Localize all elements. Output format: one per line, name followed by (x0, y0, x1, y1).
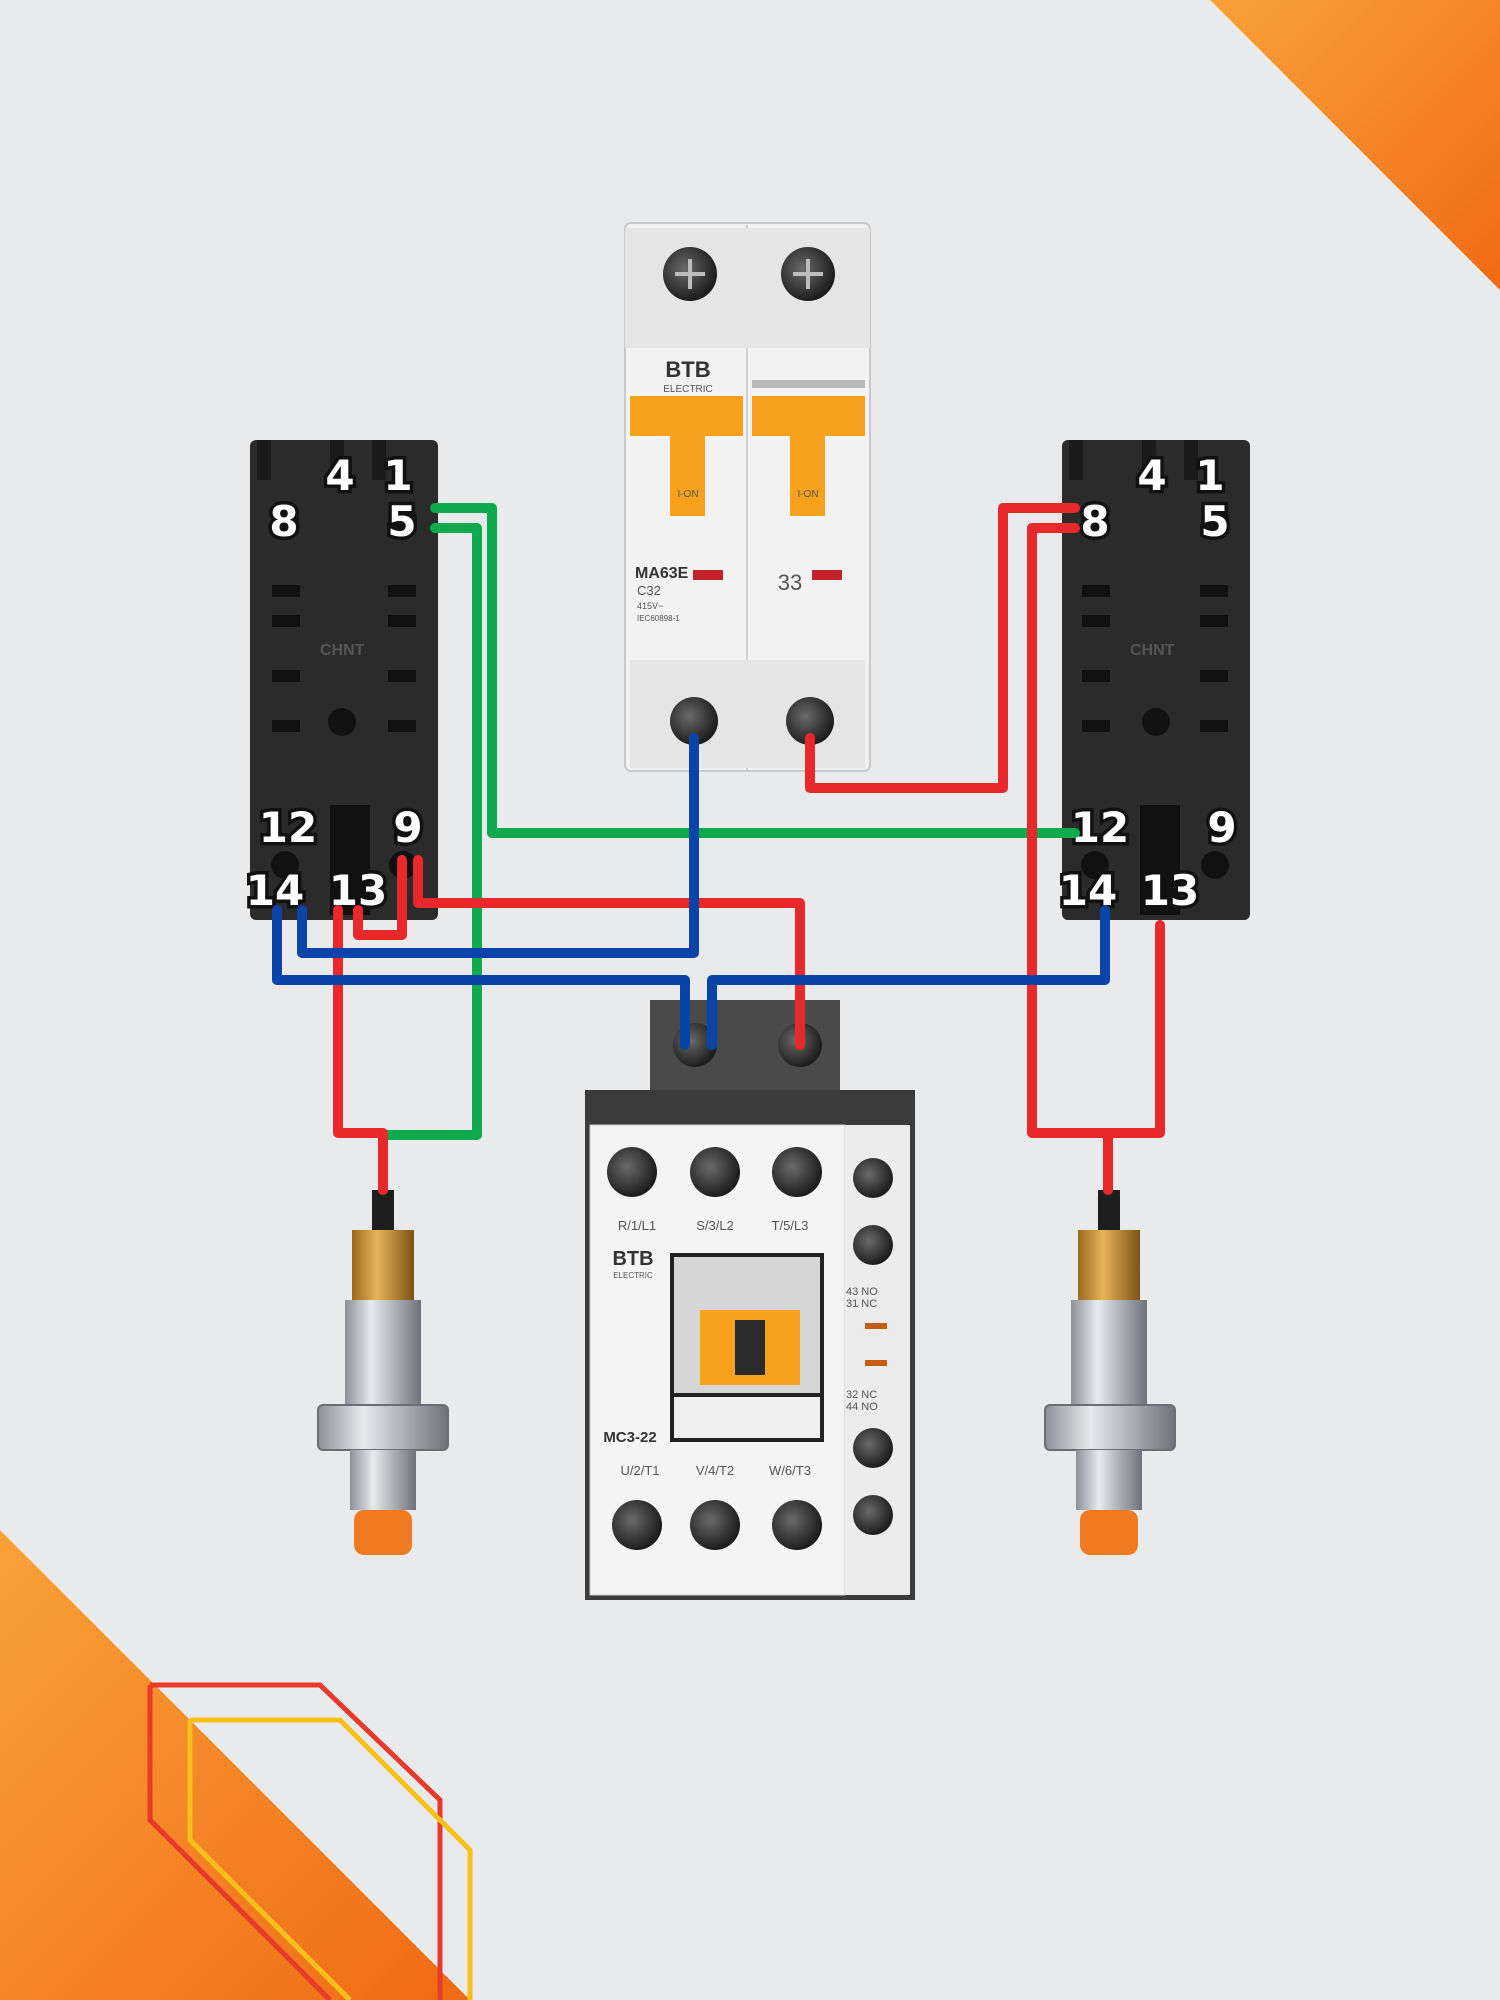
screw-terminal-icon[interactable] (853, 1428, 893, 1468)
contactor-top-terminal-3: T/5/L3 (772, 1218, 809, 1233)
breaker-handle-left[interactable] (670, 436, 705, 516)
wire-blue-right-relay14-to-coil (707, 905, 1110, 1050)
wire-green-relay5-to-relay12 (430, 503, 1080, 838)
relay-left-terminal-8: 8 (269, 497, 298, 546)
wire-red-left-relay9-to-coil (413, 855, 805, 1050)
wires (272, 503, 1165, 1195)
relay-right-terminal-13: 13 (1141, 866, 1199, 915)
relay-left-terminal-4: 4 (325, 451, 354, 500)
relay-right-terminal-5: 5 (1200, 497, 1229, 546)
relay-right-terminal-1: 1 (1195, 451, 1224, 500)
screw-terminal-icon[interactable] (612, 1500, 662, 1550)
breaker-model: MA63E (635, 565, 689, 582)
wire-blue-left-relay14-to-coil (272, 905, 690, 1050)
right-proximity-sensor (1044, 1190, 1176, 1555)
contactor-aux-top-2: 31 NC (846, 1298, 877, 1310)
screw-terminal-icon[interactable] (772, 1500, 822, 1550)
breaker-handle-text-right: I-ON (797, 489, 818, 500)
screw-terminal-icon[interactable] (389, 506, 417, 534)
screw-terminal-icon[interactable] (786, 697, 834, 745)
relay-left-terminal-5: 5 (387, 497, 416, 546)
breaker-brand: BTB (665, 357, 710, 382)
contactor-aux-top-1: 43 NO (846, 1286, 878, 1298)
screw-terminal-icon[interactable] (1201, 851, 1229, 879)
screw-terminal-icon[interactable] (690, 1500, 740, 1550)
contactor-bottom-terminal-3: W/6/T3 (769, 1463, 811, 1478)
breaker-standard: IEC60898-1 (637, 614, 680, 623)
relay-base-left: CHNT 4 1 8 5 12 9 14 13 (242, 440, 438, 920)
relay-right-terminal-8: 8 (1080, 497, 1109, 546)
breaker-handle-right[interactable] (790, 436, 825, 516)
corner-triangle-icon (0, 1530, 470, 2000)
wire-red-right-relay8-to-sensor (1027, 523, 1113, 1195)
contactor-brand-sub: ELECTRIC (613, 1271, 653, 1280)
contactor-top-terminal-1: R/1/L1 (618, 1218, 656, 1233)
contactor-bottom-terminal-2: V/4/T2 (696, 1463, 734, 1478)
screw-terminal-icon[interactable] (271, 851, 299, 879)
screw-terminal-icon[interactable] (271, 506, 299, 534)
screw-terminal-icon[interactable] (853, 1158, 893, 1198)
breaker-handle-text-left: I-ON (677, 489, 698, 500)
screw-terminal-icon[interactable] (853, 1495, 893, 1535)
wire-blue-breaker-to-left-relay14 (297, 733, 699, 958)
wire-red-left-relay13-to-sensor (333, 905, 388, 1195)
contactor-top-terminal-2: S/3/L2 (696, 1218, 734, 1233)
screw-terminal-icon[interactable] (853, 1225, 893, 1265)
logo-chevron-icon (147, 1682, 473, 2000)
wire-red-right-relay13-to-sensor (1103, 920, 1165, 1138)
relay-right-terminal-9: 9 (1207, 803, 1236, 852)
contactor-aux-bottom-1: 32 NC (846, 1389, 877, 1401)
screw-terminal-icon[interactable] (1201, 506, 1229, 534)
breaker-brand-sub: ELECTRIC (663, 384, 712, 395)
left-proximity-sensor (317, 1190, 449, 1555)
screw-terminal-icon[interactable] (1081, 506, 1109, 534)
wire-red-breaker-to-right-relay8 (805, 503, 1080, 793)
relay-left-terminal-12: 12 (259, 803, 317, 852)
contactor-aux-bottom-2: 44 NO (846, 1401, 878, 1413)
wire-red-left-relay9-to-relay13 (353, 855, 407, 940)
contactor-model: MC3-22 (603, 1429, 656, 1446)
contactor-bottom-terminal-1: U/2/T1 (620, 1463, 659, 1478)
relay-left-brand: CHNT (320, 642, 365, 659)
relay-right-brand: CHNT (1130, 642, 1175, 659)
screw-terminal-icon[interactable] (670, 697, 718, 745)
screw-terminal-icon[interactable] (772, 1147, 822, 1197)
corner-triangle-icon (1210, 0, 1500, 290)
relay-right-terminal-4: 4 (1137, 451, 1166, 500)
relay-right-terminal-12: 12 (1071, 803, 1129, 852)
contactor-brand: BTB (612, 1248, 653, 1270)
breaker-voltage: 415V~ (637, 601, 663, 611)
circuit-breaker: BTB ELECTRIC I-ON I-ON MA63E C32 415V~ I… (624, 222, 871, 772)
screw-terminal-icon[interactable] (690, 1147, 740, 1197)
relay-left-terminal-1: 1 (383, 451, 412, 500)
screw-terminal-icon[interactable] (607, 1147, 657, 1197)
screw-terminal-icon[interactable] (1081, 851, 1109, 879)
contactor: R/1/L1 S/3/L2 T/5/L3 BTB ELECTRIC 43 NO … (585, 1000, 915, 1600)
relay-left-terminal-9: 9 (393, 803, 422, 852)
breaker-pole-mark: 33 (778, 570, 802, 595)
breaker-rating: C32 (637, 583, 661, 598)
relay-base-right: CHNT 4 1 8 5 12 9 14 13 (1055, 440, 1250, 920)
